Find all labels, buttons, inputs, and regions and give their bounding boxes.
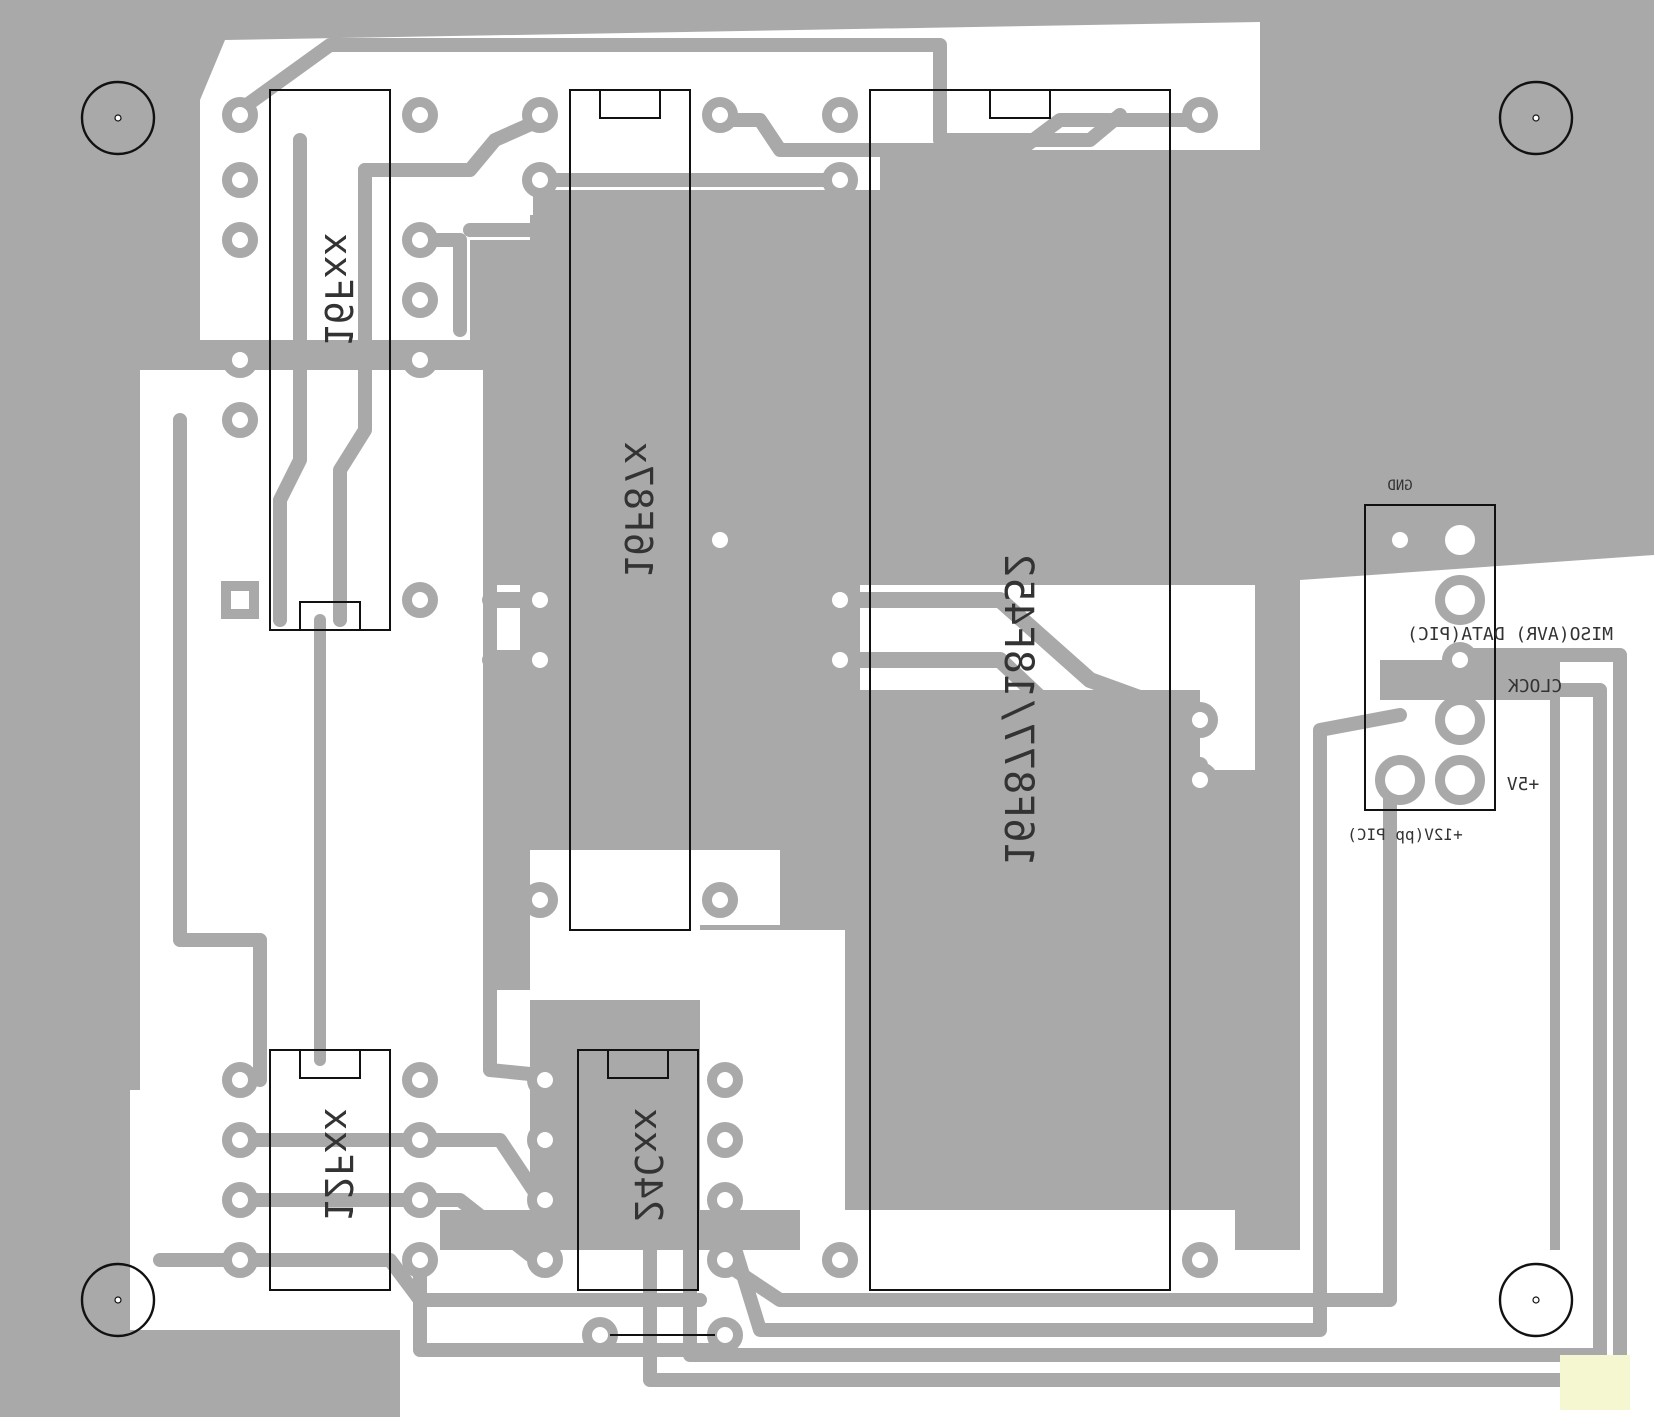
connector-title: GND [1387,478,1412,494]
corner-marker [1560,1355,1630,1410]
pin-label-12v-vpp: +12V(pp PIC) [1347,825,1463,844]
connector-labels: GND MISO(AVR) DATA(PIC) CLOCK +5V +12V(p… [1347,478,1613,844]
component-labels: 16Fxx 16F87x 16F877/18F452 12Fxx 24Cxx [316,233,1041,1222]
mount-hole-icon [80,80,1574,1338]
label-16f877-18f452: 16F877/18F452 [995,553,1041,866]
label-24cxx: 24Cxx [626,1108,670,1222]
label-16f87x: 16F87x [616,441,660,578]
connector-outline [1364,504,1496,811]
label-16fxx: 16Fxx [316,233,360,347]
pin-label-miso-data: MISO(AVR) DATA(PIC) [1407,624,1613,645]
through-hole-pads [221,97,1485,1353]
copper-traces [153,38,1627,1387]
label-12fxx: 12Fxx [316,1108,360,1222]
silkscreen [269,89,1496,1336]
pin-label-5v: +5V [1507,774,1540,795]
pin-label-clock: CLOCK [1508,676,1562,697]
